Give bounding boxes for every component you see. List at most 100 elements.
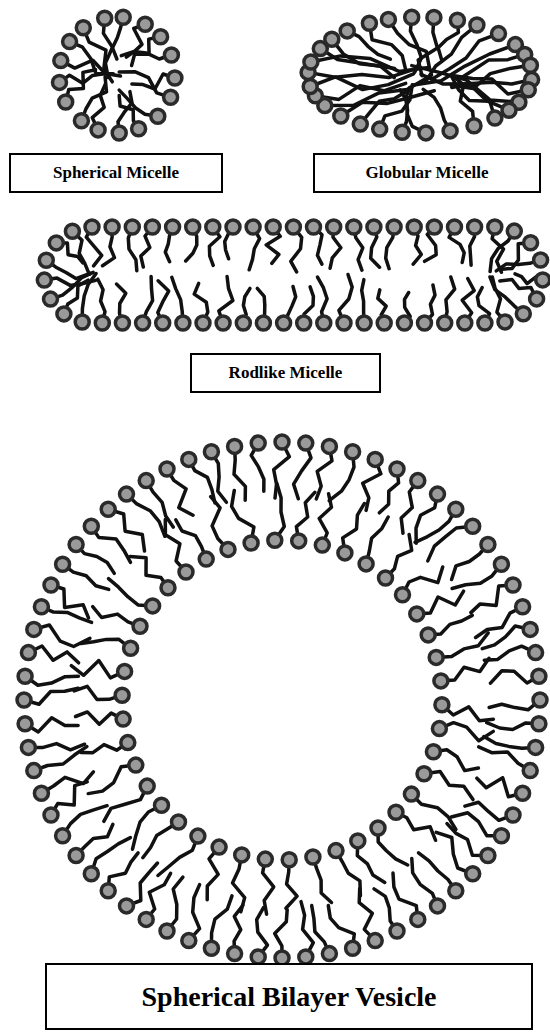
polar-head — [196, 316, 210, 330]
polar-head — [516, 786, 530, 800]
polar-head — [299, 950, 313, 964]
polar-head — [69, 849, 83, 863]
polar-head — [44, 292, 58, 306]
polar-head — [161, 581, 175, 595]
polar-head — [39, 253, 53, 267]
polar-head — [101, 502, 115, 516]
polar-head — [54, 54, 68, 68]
polar-head — [49, 236, 63, 250]
polar-head — [421, 628, 435, 642]
polar-head — [182, 934, 196, 948]
polar-head — [236, 316, 250, 330]
polar-head — [160, 462, 174, 476]
polar-head — [377, 316, 391, 330]
polar-head — [304, 55, 318, 69]
polar-head — [156, 316, 170, 330]
polar-head — [426, 745, 440, 759]
polar-head — [258, 852, 272, 866]
polar-head — [390, 462, 404, 476]
polar-head — [251, 436, 265, 450]
polar-head — [182, 452, 196, 466]
polar-head — [494, 829, 508, 843]
polar-head — [235, 848, 249, 862]
polar-head — [362, 16, 376, 30]
polar-head — [186, 220, 200, 234]
polar-head — [221, 542, 235, 556]
polar-head — [18, 717, 32, 731]
polar-head — [397, 316, 411, 330]
polar-head — [325, 32, 339, 46]
polar-head — [168, 71, 182, 85]
polar-head — [419, 126, 433, 140]
polar-head — [74, 114, 88, 128]
polar-head — [411, 474, 425, 488]
label-box: Spherical Micelle — [9, 153, 223, 193]
polar-head — [199, 552, 213, 566]
polar-head — [329, 844, 343, 858]
polar-head — [101, 884, 115, 898]
polar-head — [95, 316, 109, 330]
polar-head — [228, 439, 242, 453]
polar-head — [466, 867, 480, 881]
hydrocarbon-tail — [320, 49, 394, 69]
polar-head — [317, 316, 331, 330]
polar-head — [115, 688, 129, 702]
polar-head — [404, 787, 418, 801]
polar-head — [244, 536, 258, 550]
polar-head — [532, 717, 546, 731]
polar-head — [179, 565, 193, 579]
polar-head — [466, 519, 480, 533]
polar-head — [299, 436, 313, 450]
polar-head — [256, 316, 270, 330]
polar-head — [85, 220, 99, 234]
polar-head — [529, 740, 543, 754]
polar-head — [69, 538, 83, 552]
polar-head — [322, 439, 336, 453]
hydrocarbon-tail — [414, 45, 516, 85]
polar-head — [353, 117, 367, 131]
polar-head — [481, 538, 495, 552]
polar-head — [166, 220, 180, 234]
polar-head — [98, 11, 112, 25]
polar-head — [129, 758, 143, 772]
polar-head — [458, 316, 472, 330]
polar-head — [359, 557, 373, 571]
polar-head — [418, 316, 432, 330]
polar-head — [306, 850, 320, 864]
polar-head — [56, 829, 70, 843]
polar-head — [228, 947, 242, 961]
polar-head — [112, 126, 126, 140]
polar-head — [502, 103, 516, 117]
polar-head — [371, 821, 385, 835]
polar-head — [449, 884, 463, 898]
polar-head — [115, 316, 129, 330]
polar-head — [498, 315, 512, 329]
polar-head — [206, 220, 220, 234]
polar-head — [164, 48, 178, 62]
polar-head — [160, 924, 174, 938]
polar-head — [410, 607, 424, 621]
polar-head — [523, 58, 537, 72]
polar-head — [282, 853, 296, 867]
polar-head — [204, 941, 218, 955]
polar-head — [468, 220, 482, 234]
polar-head — [57, 307, 71, 321]
polar-head — [516, 307, 530, 321]
polar-head — [488, 220, 502, 234]
polar-head — [56, 557, 70, 571]
polar-head — [44, 808, 58, 822]
polar-head — [27, 764, 41, 778]
polar-head — [405, 10, 419, 24]
polar-head — [277, 316, 291, 330]
polar-head — [216, 316, 230, 330]
polar-head — [145, 220, 159, 234]
polar-head — [448, 220, 462, 234]
polar-head — [387, 220, 401, 234]
polar-head — [27, 622, 41, 636]
polar-head — [390, 924, 404, 938]
label-box: Spherical Bilayer Vesicle — [45, 963, 533, 1030]
polar-head — [37, 273, 51, 287]
polar-head — [467, 119, 481, 133]
polar-head — [351, 834, 365, 848]
polar-head — [53, 75, 67, 89]
